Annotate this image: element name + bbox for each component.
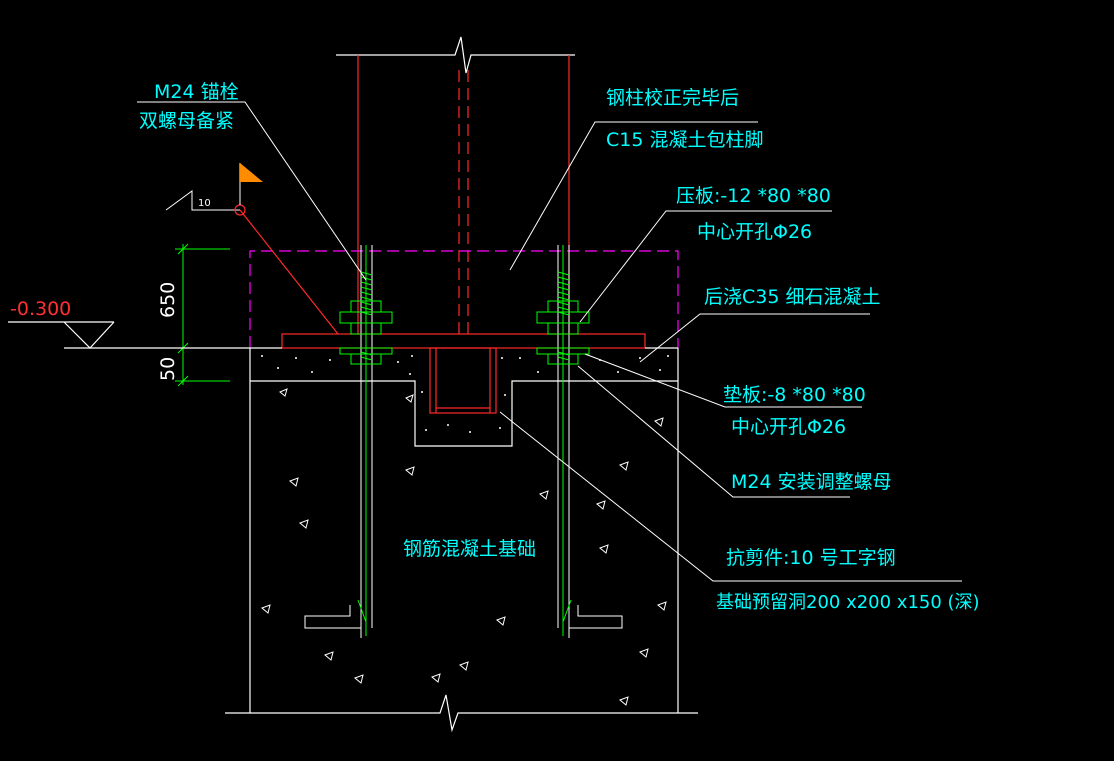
label-press-plate-line1: 压板:-12 *80 *80 [676, 185, 831, 207]
label-grout: 后浇C35 细石混凝土 [704, 286, 880, 308]
shear-key-outer [429, 347, 497, 414]
label-encasement-line1: 钢柱校正完毕后 [606, 87, 739, 109]
label-press-plate-line2: 中心开孔Φ26 [697, 221, 812, 243]
label-anchor-bolt-line2: 双螺母备紧 [139, 110, 234, 132]
label-anchor-bolt-line1: M24 锚栓 [154, 81, 239, 103]
label-foundation: 钢筋混凝土基础 [403, 538, 536, 560]
base-plate [281, 333, 646, 349]
label-shim-plate-line1: 垫板:-8 *80 *80 [723, 384, 866, 406]
anchor-bolt-left [304, 245, 393, 638]
column-break-line [336, 36, 575, 74]
encasement-outline [249, 250, 679, 348]
weld-symbol [165, 163, 339, 335]
foundation-break-line [225, 694, 698, 733]
elevation-mark [8, 321, 250, 349]
label-shear-key-line2: 基础预留洞200 x200 x150 (深) [716, 592, 980, 613]
label-shear-key-line1: 抗剪件:10 号工字钢 [726, 547, 896, 569]
label-shim-plate-line2: 中心开孔Φ26 [731, 416, 846, 438]
leader-lines [137, 101, 962, 582]
dimension-lines [175, 243, 230, 387]
grout-stipple [261, 355, 669, 433]
elevation-value: -0.300 [10, 298, 71, 320]
field-weld-flag-icon [240, 163, 263, 182]
label-encasement-line2: C15 混凝土包柱脚 [606, 129, 763, 151]
dimension-lower-value: 50 [157, 357, 179, 381]
weld-size-value: 10 [198, 198, 211, 209]
anchor-bolt-right [536, 245, 623, 638]
label-leveling-nut: M24 安装调整螺母 [731, 471, 892, 493]
foundation-top-with-pocket [250, 380, 678, 447]
dimension-upper-value: 650 [157, 282, 179, 318]
foundation-aggregate [261, 388, 667, 706]
